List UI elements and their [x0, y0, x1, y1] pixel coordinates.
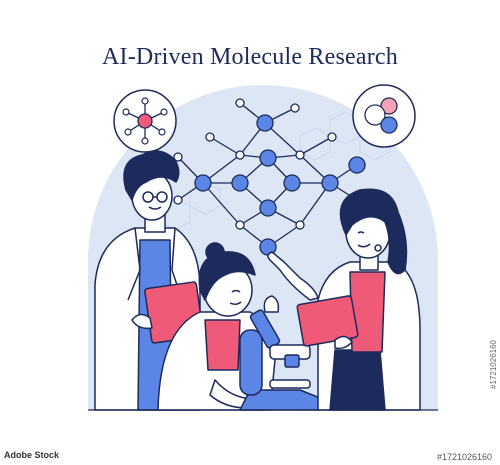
molecule-badge-icon — [113, 89, 177, 153]
page-title: AI-Driven Molecule Research — [102, 44, 398, 70]
stock-footer: Adobe Stock #1721026160 — [0, 445, 500, 465]
molecule-nodes — [173, 98, 366, 256]
microscope-icon — [239, 295, 321, 411]
stock-id: #1721026160 — [436, 452, 492, 462]
scientist-right — [267, 188, 421, 411]
stock-logo: Adobe Stock — [4, 450, 60, 460]
circles-badge-icon — [352, 84, 416, 148]
stock-id-vertical: #1721026160 — [489, 340, 498, 389]
